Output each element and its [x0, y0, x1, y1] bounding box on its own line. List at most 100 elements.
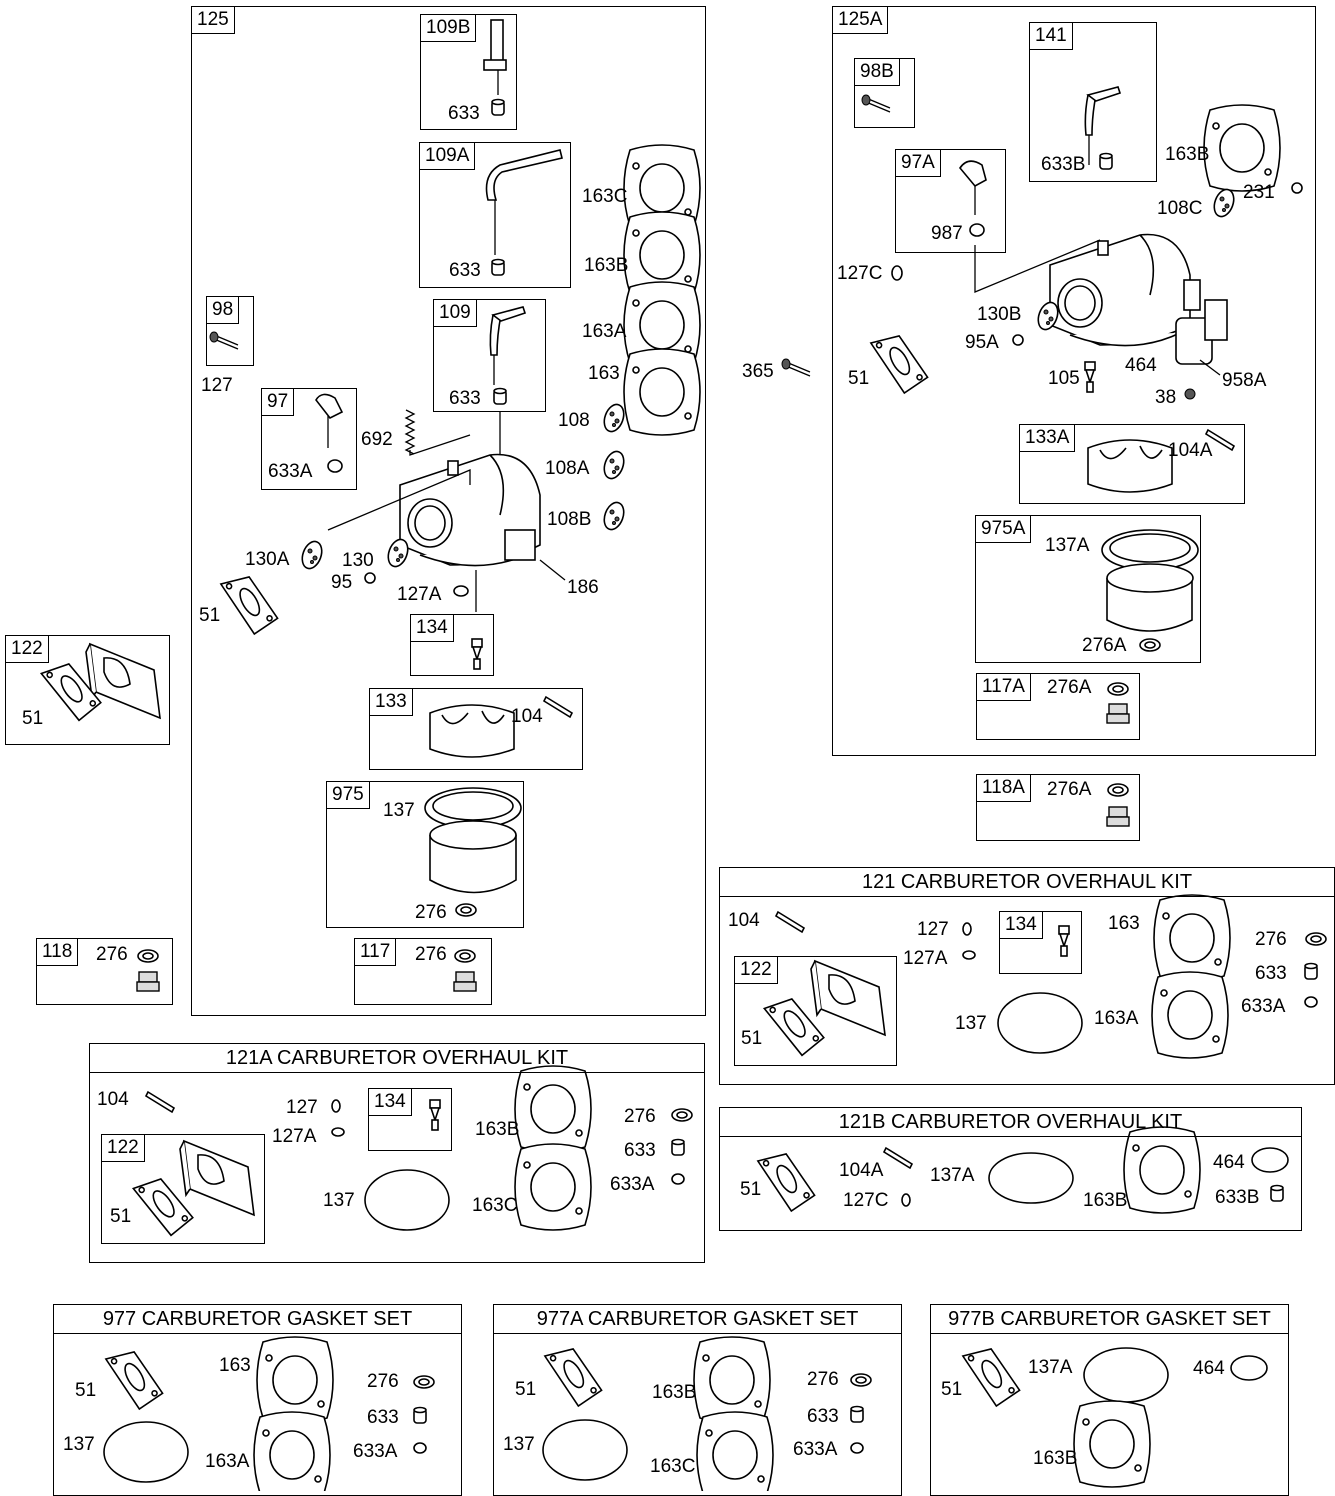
- part-label: 633: [449, 388, 481, 409]
- part-label: 276: [1255, 929, 1287, 950]
- part-label: 108A: [545, 458, 590, 479]
- part-label: 958A: [1222, 370, 1267, 391]
- part-label: 95A: [965, 332, 999, 353]
- part-label: 633: [624, 1140, 656, 1161]
- group-tag: 117A: [977, 674, 1031, 701]
- group-tag: 98B: [855, 59, 900, 86]
- part-label: 163B: [652, 1382, 697, 1403]
- part-label: 276A: [1047, 677, 1092, 698]
- part-label: 130B: [977, 304, 1022, 325]
- group-tag: 134: [1000, 912, 1043, 939]
- group-975: 975: [326, 781, 524, 928]
- part-label: 127C: [837, 263, 883, 284]
- part-label: 276: [367, 1371, 399, 1392]
- part-label: 987: [931, 223, 963, 244]
- part-label: 276: [96, 944, 128, 965]
- kit-977: 977 CARBURETOR GASKET SET: [53, 1304, 462, 1496]
- part-label: 108C: [1157, 198, 1203, 219]
- group-133A: 133A: [1019, 424, 1245, 504]
- part-label: 38: [1155, 387, 1177, 408]
- part-label: 276: [415, 902, 447, 923]
- part-label: 464: [1193, 1358, 1225, 1379]
- group-tag: 975A: [976, 516, 1032, 543]
- part-label: 137: [383, 800, 415, 821]
- part-label: 51: [199, 605, 221, 626]
- part-label: 633: [367, 1407, 399, 1428]
- part-label: 633: [1255, 963, 1287, 984]
- group-975A: 975A: [975, 515, 1201, 663]
- kit-title: 121A CARBURETOR OVERHAUL KIT: [90, 1044, 704, 1073]
- part-label: 127C: [843, 1190, 889, 1211]
- part-label: 633B: [1215, 1187, 1260, 1208]
- group-tag: 141: [1030, 23, 1073, 50]
- part-label: 633: [448, 103, 480, 124]
- group-122-kit121: 122: [734, 956, 897, 1066]
- part-label: 108B: [547, 509, 592, 530]
- group-tag: 122: [735, 957, 778, 984]
- part-label: 127: [917, 919, 949, 940]
- group-tag: 122: [6, 636, 49, 663]
- part-label: 163B: [1033, 1448, 1078, 1469]
- part-label: 137: [63, 1434, 95, 1455]
- part-label: 633A: [353, 1441, 398, 1462]
- part-label: 137: [323, 1190, 355, 1211]
- part-label: 51: [941, 1379, 963, 1400]
- group-125A: 125A: [832, 6, 1316, 756]
- group-98B: 98B: [854, 58, 915, 128]
- group-tag: 109A: [420, 143, 476, 170]
- group-141: 141: [1029, 22, 1157, 182]
- part-label: 108: [558, 410, 590, 431]
- kit-121A: 121A CARBURETOR OVERHAUL KIT: [89, 1043, 705, 1263]
- part-label: 95: [331, 572, 353, 593]
- group-109A: 109A: [419, 142, 571, 288]
- part-label: 276: [807, 1369, 839, 1390]
- kit-title: 977A CARBURETOR GASKET SET: [494, 1305, 901, 1334]
- group-tag: 98: [207, 297, 240, 324]
- part-label: 464: [1213, 1152, 1245, 1173]
- group-tag: 125A: [833, 7, 889, 34]
- group-tag: 133A: [1020, 425, 1076, 452]
- part-label: 163B: [1083, 1190, 1128, 1211]
- part-label: 51: [110, 1206, 132, 1227]
- group-122: 122: [5, 635, 170, 745]
- part-label: 130: [342, 550, 374, 571]
- part-label: 137A: [1045, 535, 1090, 556]
- part-label: 127A: [903, 948, 948, 969]
- part-label: 163A: [582, 321, 627, 342]
- part-label: 137A: [930, 1165, 975, 1186]
- part-label: 104A: [839, 1160, 884, 1181]
- group-tag: 118: [37, 939, 79, 966]
- kit-977B: 977B CARBURETOR GASKET SET: [930, 1304, 1289, 1496]
- group-109: 109: [433, 299, 546, 412]
- part-label: 163C: [582, 186, 628, 207]
- part-label: 104: [97, 1089, 129, 1110]
- group-117: 117: [354, 938, 492, 1005]
- group-tag: 122: [102, 1135, 145, 1162]
- part-label: 51: [741, 1028, 763, 1049]
- part-label: 127A: [397, 584, 442, 605]
- group-133: 133: [369, 688, 583, 770]
- part-label: 163: [219, 1355, 251, 1376]
- part-label: 137A: [1028, 1357, 1073, 1378]
- part-label: 163B: [475, 1119, 520, 1140]
- kit-title: 977 CARBURETOR GASKET SET: [54, 1305, 461, 1334]
- group-98: 98: [206, 296, 254, 366]
- part-label: 163C: [650, 1456, 696, 1477]
- part-label: 137: [955, 1013, 987, 1034]
- part-label: 276: [415, 944, 447, 965]
- kit-title: 977B CARBURETOR GASKET SET: [931, 1305, 1288, 1334]
- part-label: 127: [201, 375, 233, 396]
- group-tag: 97: [262, 389, 295, 416]
- part-label: 163: [588, 363, 620, 384]
- kit-title: 121B CARBURETOR OVERHAUL KIT: [720, 1108, 1301, 1137]
- part-label: 51: [740, 1179, 762, 1200]
- part-label: 633A: [610, 1174, 655, 1195]
- part-label: 186: [567, 577, 599, 598]
- part-label: 633: [449, 260, 481, 281]
- group-125: 125: [191, 6, 706, 1016]
- group-tag: 975: [327, 782, 370, 809]
- part-label: 163C: [472, 1195, 518, 1216]
- part-label: 163A: [1094, 1008, 1139, 1029]
- part-label: 163B: [584, 255, 629, 276]
- part-label: 163A: [205, 1451, 250, 1472]
